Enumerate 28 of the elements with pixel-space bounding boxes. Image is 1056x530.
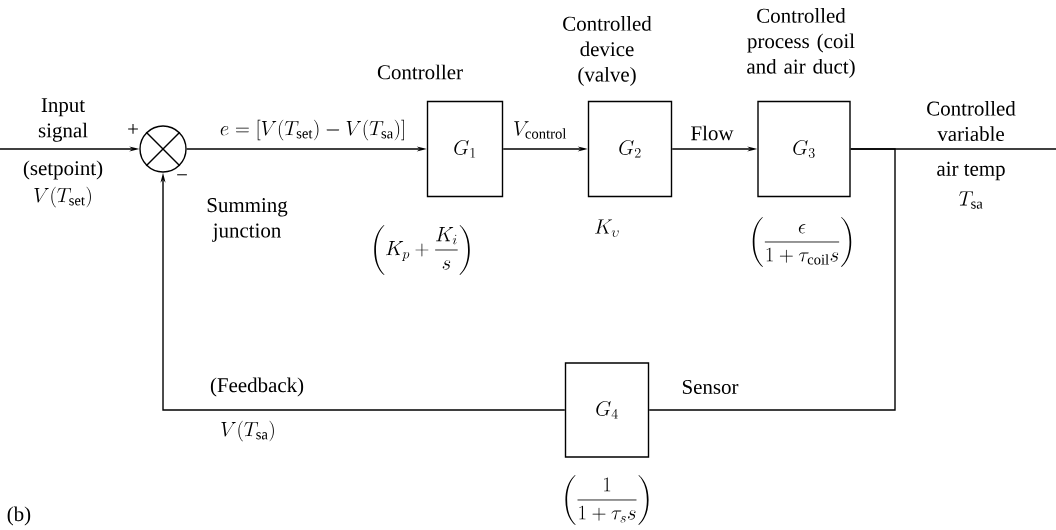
edge-label: (Feedback) bbox=[210, 377, 304, 397]
minus-sign: − bbox=[177, 174, 187, 176]
block-caption: Controlled device (valve) bbox=[563, 16, 652, 86]
block-caption: Summing junction bbox=[207, 198, 288, 242]
block-box: $G_2$ bbox=[587, 100, 673, 198]
plus-sign: + bbox=[128, 124, 138, 134]
transfer-function: $\left(K_p + \frac{K_i}{s}\right)$ bbox=[374, 225, 470, 275]
signal-label: (setpoint) bbox=[23, 160, 103, 180]
edge-label: $e = [V(T_{\mathrm{set}}) - V(T_{\mathrm{sa}})]$ bbox=[220, 119, 404, 141]
block-caption: Controlled process (coil and air duct) bbox=[747, 8, 855, 78]
edge-label: Controlled variable bbox=[927, 100, 1016, 142]
block-box: $G_4$ bbox=[564, 362, 650, 458]
signal-label: $T_{\mathrm{sa}}$ bbox=[959, 191, 983, 209]
signal-label: $V(T_{\mathrm{set}})$ bbox=[34, 186, 91, 208]
summing-junction bbox=[139, 125, 187, 173]
signal-label: air temp bbox=[937, 161, 1005, 181]
transfer-function: $\left(\frac{1}{1 + \tau_s s}\right)$ bbox=[565, 475, 649, 525]
edge-label: Input signal bbox=[38, 98, 88, 142]
transfer-function: $\left(\frac{\epsilon}{1 + \tau_{\mathrm{coil}} s}\right)$ bbox=[752, 217, 852, 267]
edge-label: Flow bbox=[691, 125, 734, 141]
edge-label: $V_{\mathrm{control}}$ bbox=[514, 121, 567, 139]
block-box: $G_1$ bbox=[426, 100, 504, 198]
block-caption: Sensor bbox=[682, 379, 739, 394]
block-box: $G_3$ bbox=[757, 100, 851, 198]
transfer-function: $K_\upsilon$ bbox=[595, 219, 619, 237]
panel-label: (b) bbox=[7, 506, 31, 526]
signal-label: $V(T_{\mathrm{sa}})$ bbox=[221, 420, 274, 442]
block-caption: Controller bbox=[377, 64, 463, 80]
